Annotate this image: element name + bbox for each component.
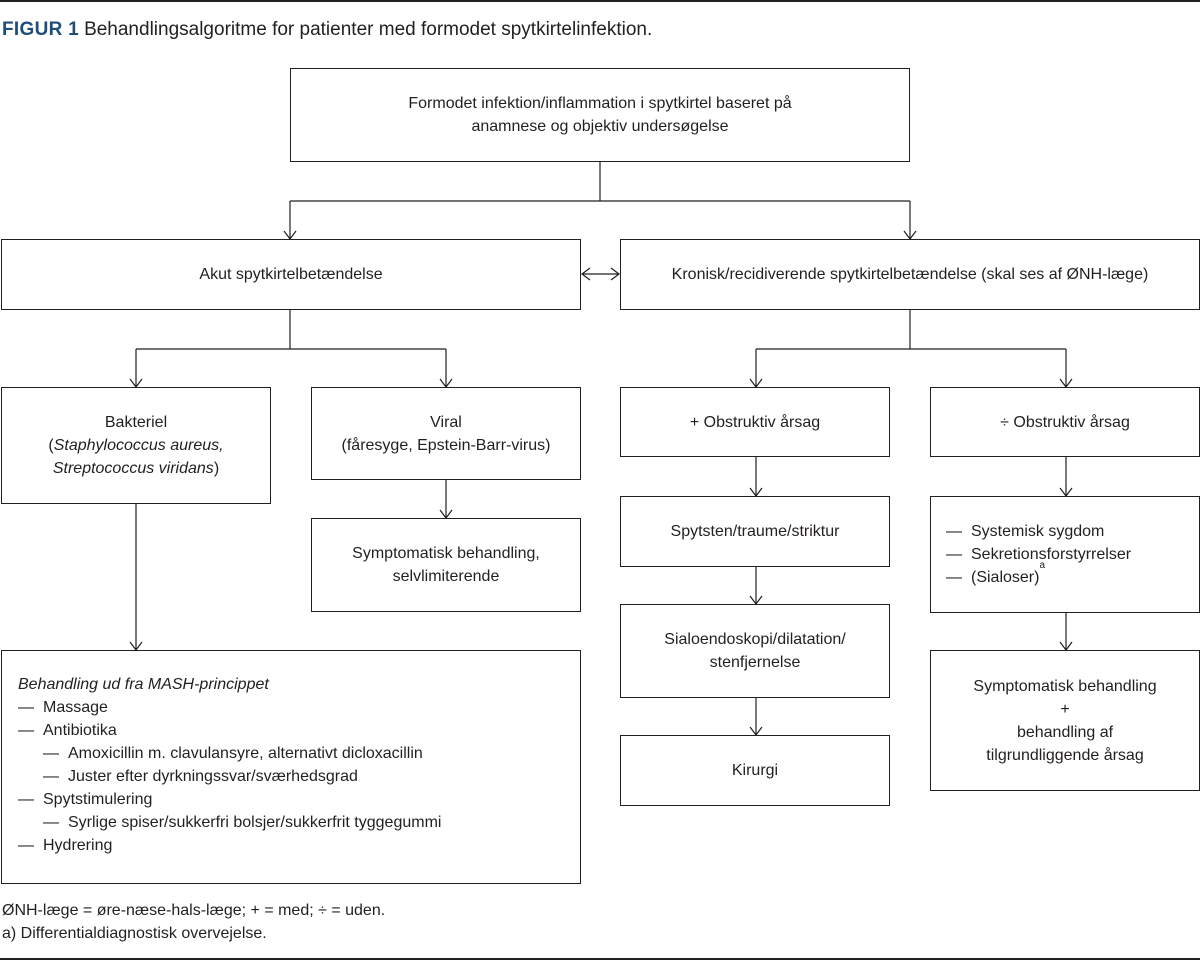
viral-node: Viral (fåresyge, Epstein-Barr-virus) [311,387,581,480]
chronic-text: Kronisk/recidiverende spytkirtelbetændel… [671,266,1149,283]
symptomatic-line-3: behandling af [1016,723,1114,741]
footnote-a: a) Differentialdiagnostisk overvejelse. [2,925,267,942]
root-line-1: Formodet infektion/inflammation i spytki… [408,95,792,112]
bullet-dash: — [946,569,962,586]
bullet-dash: — [946,546,962,563]
stone-node: Spytsten/traume/striktur [620,496,890,567]
mash-node: Behandling ud fra MASH-princippet — Massa… [1,650,581,884]
stone-text: Spytsten/traume/striktur [670,523,840,540]
systemic-item-text: Systemisk sygdom [971,523,1105,540]
bacterial-organism-2: Streptococcus viridans) [52,460,220,477]
bacterial-organism-1: (Staphylococcus aureus, [48,437,224,454]
systemic-item: — Sekretionsforstyrrelser [946,543,1131,566]
bullet-dash: — [43,745,59,762]
bullet-dash: — [18,837,34,854]
bullet-dash: — [43,768,59,785]
systemic-item-text: Sekretionsforstyrrelser [971,546,1132,563]
mash-subitem: — Juster efter dyrkningssvar/sværhedsgrad [43,765,358,788]
viral-treatment-node: Symptomatisk behandling, selvlimiterende [311,518,581,612]
mash-item-text: Spytstimulering [43,791,153,808]
acute-node: Akut spytkirtelbetændelse [1,239,581,310]
sialo-line-2: stenfjernelse [709,654,801,671]
bacterial-organism-2-text: Streptococcus viridans [52,460,214,477]
root-line-2: anamnese og objektiv undersøgelse [471,118,729,135]
mash-item: — Hydrering [18,834,112,857]
mash-item-text: Massage [43,699,108,716]
symptomatic-node: Symptomatisk behandling + behandling af … [930,650,1200,791]
bullet-dash: — [18,699,34,716]
mash-title: Behandling ud fra MASH-princippet [18,676,269,693]
bullet-dash: — [18,791,34,808]
mash-item: — Massage [18,696,108,719]
viral-subtitle: (fåresyge, Epstein-Barr-virus) [341,436,551,454]
systemic-node: — Systemisk sygdom — Sekretionsforstyrrels… [930,496,1200,613]
mash-item-text: Amoxicillin m. clavulansyre, alternativt… [68,745,423,762]
chronic-node: Kronisk/recidiverende spytkirtelbetændel… [620,239,1200,310]
surgery-text: Kirurgi [731,762,779,779]
bullet-dash: — [18,722,34,739]
mash-subitem: — Syrlige spiser/sukkerfri bolsjer/sukker… [43,811,441,834]
sialo-line-1: Sialoendoskopi/dilatation/ [664,631,846,648]
mash-item: — Spytstimulering [18,788,152,811]
bacterial-node: Bakteriel (Staphylococcus aureus, Strept… [1,387,271,504]
footnote-mark: a [1039,560,1046,571]
mash-item-text: Antibiotika [43,722,117,739]
obstructive-pos-node: + Obstruktiv årsag [620,387,890,457]
mash-item-text: Hydrering [43,837,113,854]
systemic-item: — (Sialoser)a [946,560,1046,589]
obstructive-pos-text: + Obstruktiv årsag [689,413,821,431]
top-rule [0,0,1200,2]
abbreviation-note: ØNH-læge = øre-næse-hals-læge; + = med; … [2,902,386,919]
viral-title: Viral [430,413,462,431]
obstructive-neg-node: ÷ Obstruktiv årsag [930,387,1200,457]
figure-label: FIGUR 1 [2,19,80,40]
mash-item-text: Syrlige spiser/sukkerfri bolsjer/sukkerf… [68,814,442,831]
mash-item-text: Juster efter dyrkningssvar/sværhedsgrad [68,768,358,785]
symptomatic-line-2: + [1060,700,1070,718]
figure-caption-text: Behandlingsalgoritme for patienter med f… [84,19,653,40]
viral-treatment-line-1: Symptomatisk behandling, [352,545,540,562]
acute-text: Akut spytkirtelbetændelse [199,266,383,283]
surgery-node: Kirurgi [620,735,890,806]
bacterial-title: Bakteriel [104,414,168,431]
bullet-dash: — [946,523,962,540]
mash-subitem: — Amoxicillin m. clavulansyre, alternativ… [43,742,423,765]
obstructive-neg-text: ÷ Obstruktiv årsag [1000,413,1130,431]
systemic-item-text: (Sialoser) [971,569,1040,586]
root-node: Formodet infektion/inflammation i spytki… [290,68,910,162]
viral-treatment-line-2: selvlimiterende [392,568,500,585]
symptomatic-line-4: tilgrundliggende årsag [986,746,1144,764]
bullet-dash: — [43,814,59,831]
mash-item: — Antibiotika [18,719,117,742]
symptomatic-line-1: Symptomatisk behandling [973,677,1157,695]
bottom-rule [0,958,1200,960]
sialo-node: Sialoendoskopi/dilatation/ stenfjernelse [620,604,890,698]
bacterial-organism-1-text: Staphylococcus aureus, [53,437,224,454]
systemic-item: — Systemisk sygdom [946,520,1104,543]
